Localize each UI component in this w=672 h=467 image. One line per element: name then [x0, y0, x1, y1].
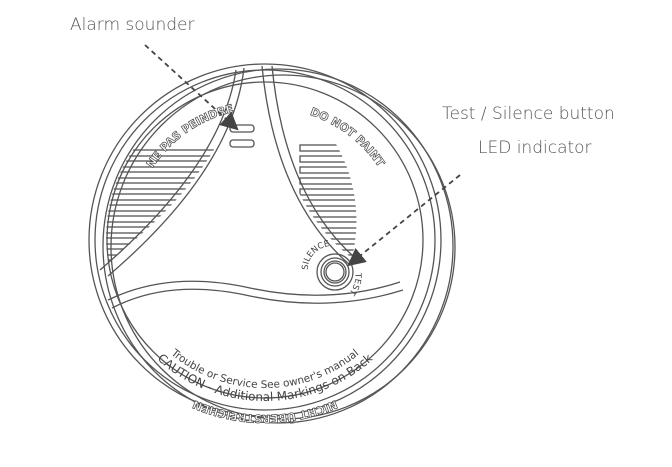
- divider-right: [261, 65, 351, 266]
- alarm-sounder-label: Alarm sounder: [70, 15, 194, 35]
- vent-slot: [106, 226, 233, 234]
- vent-slot: [299, 221, 357, 229]
- left-vent-label: NE PAS PEINDRE: [144, 102, 235, 170]
- test-silence-button[interactable]: [316, 253, 354, 291]
- detector-body: [88, 63, 456, 424]
- vent-slot: [299, 199, 357, 207]
- led-arrow: [347, 174, 461, 267]
- vent-slot: [106, 248, 233, 256]
- vent-slot: [299, 177, 357, 185]
- button-ring[interactable]: [320, 257, 350, 287]
- vent-slot: [299, 155, 357, 163]
- bottom-panel-edge-inner: [111, 288, 404, 309]
- vent-slot: [106, 237, 233, 245]
- rim-edge: [110, 74, 456, 420]
- vent-slot: [106, 160, 233, 168]
- divider-left-inner: [107, 67, 245, 277]
- led-indicator[interactable]: [325, 262, 345, 282]
- outer-rim: [102, 68, 454, 424]
- face-ring: [94, 69, 436, 411]
- vent-slot: [106, 171, 233, 179]
- vent-slot: [95, 271, 232, 277]
- bottom-panel-edge: [107, 280, 401, 301]
- face-inner: [106, 81, 424, 399]
- alarm-sounder-arrow: [144, 44, 239, 131]
- led-indicator-label: LED indicator: [478, 138, 592, 158]
- button-ring[interactable]: [323, 260, 347, 284]
- test-silence-label: Test / Silence button: [442, 104, 615, 124]
- vent-slot: [106, 215, 233, 223]
- vent-slot: [299, 232, 357, 240]
- vent-slot: [106, 193, 233, 201]
- vent-slots: [95, 149, 233, 277]
- vent-slot: [299, 254, 357, 258]
- right-vent-label: DO NOT PAINT: [309, 105, 388, 169]
- vent-slot: [106, 259, 233, 262]
- sounder-slot: [229, 139, 255, 148]
- face-outer: [88, 63, 442, 417]
- vent-slot: [299, 166, 357, 174]
- vent-slot: [300, 266, 425, 272]
- vent-slot: [299, 188, 357, 196]
- button-ring[interactable]: [316, 253, 354, 291]
- vent-slot: [299, 144, 357, 152]
